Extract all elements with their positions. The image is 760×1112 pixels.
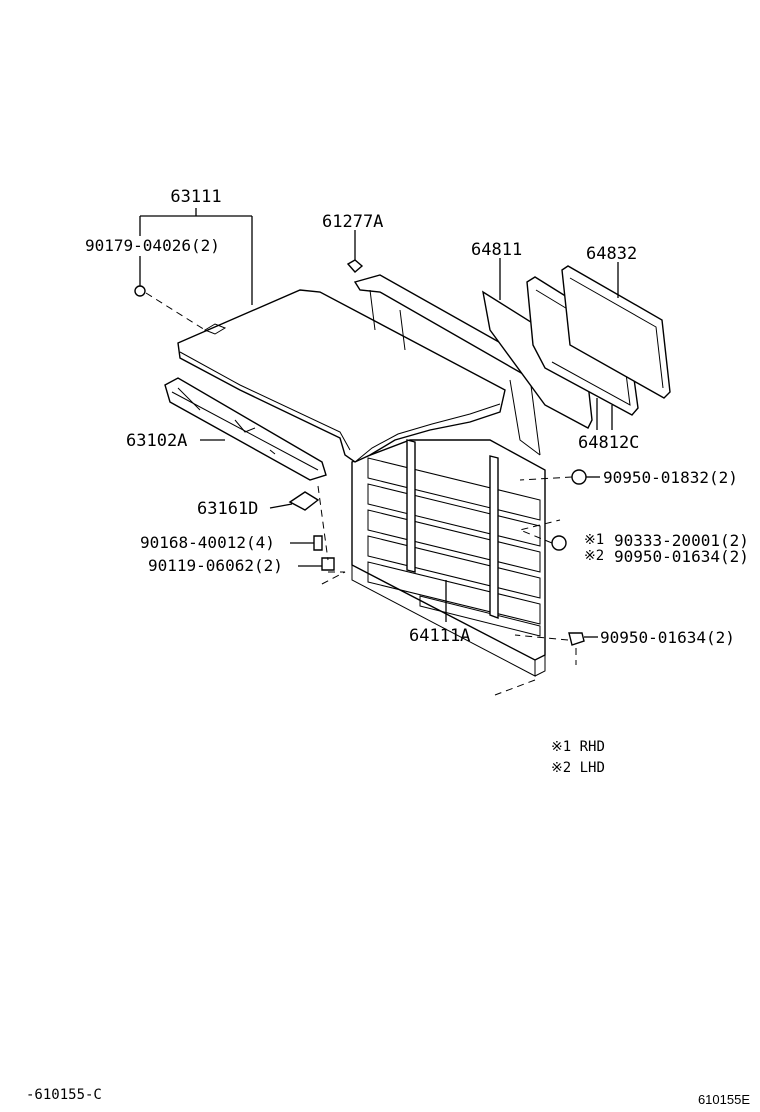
clip-90179: [134, 285, 146, 297]
label-90950-01832: 90950-01832(2): [603, 468, 738, 487]
part-labels: 63111 90179-04026(2) 61277A 64811 64832 …: [85, 187, 749, 647]
footer-left-code: -610155-C: [26, 1087, 102, 1103]
leader-lines: [139, 208, 619, 696]
plug-90950-01634: [568, 632, 585, 646]
label-90333-20001: 90333-20001(2): [614, 531, 749, 550]
plug-90333: [551, 535, 567, 551]
back-panel-64111a: [351, 439, 546, 677]
notes: ※1 RHD ※2 LHD: [551, 739, 605, 776]
label-64832: 64832: [586, 244, 637, 264]
marker-1: ※1: [584, 532, 604, 548]
window-frame-61277a: [346, 259, 546, 456]
note-lhd: ※2 LHD: [551, 760, 605, 776]
label-90119-06062: 90119-06062(2): [148, 556, 283, 575]
panel-ribs: [406, 439, 499, 620]
roof-63111: [177, 289, 506, 463]
label-90950-01634-b: 90950-01634(2): [600, 628, 735, 647]
screw-90168: [313, 535, 323, 551]
seal-64832: [561, 265, 671, 399]
label-63161d: 63161D: [197, 499, 258, 519]
footer: -610155-C 610155E: [26, 1087, 750, 1107]
note-rhd: ※1 RHD: [551, 739, 605, 755]
label-64812c: 64812C: [578, 433, 639, 453]
plug-90950-01832: [571, 469, 587, 485]
marker-2: ※2: [584, 548, 604, 564]
label-61277a: 61277A: [322, 212, 383, 232]
label-90179-04026: 90179-04026(2): [85, 236, 220, 255]
footer-right-code: 610155E: [698, 1092, 750, 1107]
plate-63161d: [288, 491, 320, 511]
label-90950-01634-a: 90950-01634(2): [614, 547, 749, 566]
panel-slats: [367, 457, 541, 637]
label-90168-40012: 90168-40012(4): [140, 533, 275, 552]
roof-trim-63102a: [164, 377, 327, 481]
label-64111a: 64111A: [409, 626, 470, 646]
label-63111: 63111: [170, 187, 221, 207]
label-63102a: 63102A: [126, 431, 187, 451]
label-64811: 64811: [471, 240, 522, 260]
